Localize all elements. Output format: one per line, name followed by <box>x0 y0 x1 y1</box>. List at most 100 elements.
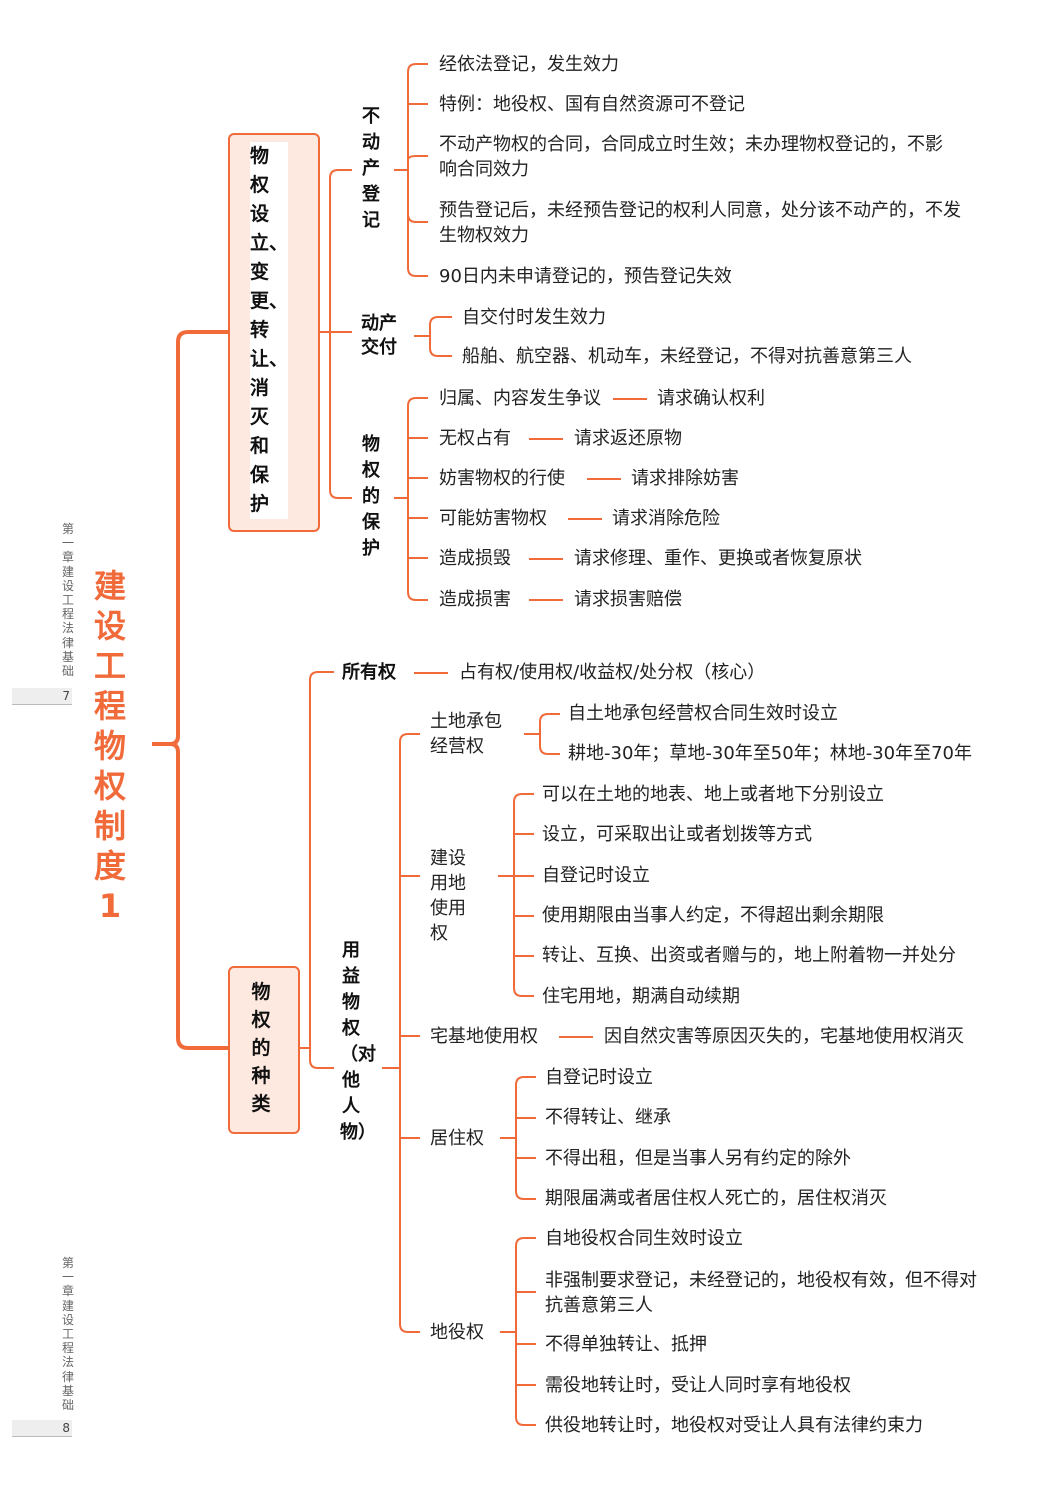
root-brace <box>152 330 228 746</box>
chapter-char: 设 <box>61 578 74 593</box>
root-title-char: 程 <box>93 687 126 725</box>
chapter-char: 律 <box>61 635 74 650</box>
root-title-char: 物 <box>93 727 126 765</box>
chapter-char: 设 <box>61 1312 74 1327</box>
leaf-item: 自交付时发生效力 <box>462 307 606 328</box>
leaf-item: 船舶、航空器、机动车，未经登记，不得对抗善意第三人 <box>462 346 912 367</box>
chapter-char: 第 <box>61 522 74 536</box>
branch-label-char: 物 <box>250 142 289 171</box>
page-number: 8 <box>62 1421 70 1435</box>
leaf-item: 自登记时设立 <box>542 865 650 886</box>
leaf-item: 供役地转让时，地役权对受让人具有法律约束力 <box>545 1415 923 1436</box>
chapter-char: 础 <box>61 664 74 679</box>
chapter-char: 工 <box>61 593 74 608</box>
leaf-item: 可以在土地的地表、地上或者地下分别设立 <box>542 784 884 805</box>
connector-dash <box>559 1036 593 1038</box>
node-real-estate-registration: 不动产登记 <box>362 106 380 231</box>
leaf-item: 期限届满或者居住权人死亡的，居住权消灭 <box>545 1188 887 1209</box>
branch-label-char: 转 <box>250 316 289 345</box>
node-ownership: 所有权 <box>342 662 396 683</box>
page-number-bar: 8 <box>12 1420 72 1437</box>
leaf-item: 设立，可采取出让或者划拨等方式 <box>542 824 812 845</box>
page-number-bar: 7 <box>12 688 72 705</box>
protection-remedy: 请求确认权利 <box>657 388 765 409</box>
node-easement: 地役权 <box>430 1322 484 1343</box>
leaf-item: 自登记时设立 <box>545 1067 653 1088</box>
root-title-char: 权 <box>93 767 126 805</box>
branch-label-char: 立、 <box>250 229 289 258</box>
protection-case: 归属、内容发生争议 <box>439 388 601 409</box>
root-title-char: 制 <box>93 807 126 845</box>
chapter-char: 一 <box>61 1270 74 1285</box>
protection-remedy: 请求修理、重作、更换或者恢复原状 <box>574 548 862 569</box>
page-number: 7 <box>62 689 70 703</box>
node-usufruct: 用益物权（对他人物） <box>340 940 376 1143</box>
protection-remedy: 请求消除危险 <box>612 508 720 529</box>
connector-dash <box>529 558 563 560</box>
connector-dash <box>529 438 563 440</box>
protection-case: 妨害物权的行使 <box>439 468 565 489</box>
leaf-item: 特例：地役权、国有自然资源可不登记 <box>439 94 745 115</box>
leaf-item: 不得单独转让、抵押 <box>545 1334 707 1355</box>
branch-box-types[interactable] <box>228 966 300 1134</box>
branch-label-char: 灭 <box>250 403 289 432</box>
connector-dash <box>529 599 563 601</box>
protection-remedy: 请求返还原物 <box>574 428 682 449</box>
node-residence: 居住权 <box>430 1128 484 1149</box>
node-movable-delivery: 动产交付 <box>361 313 397 358</box>
chapter-char: 章 <box>61 550 74 565</box>
node-homestead: 宅基地使用权 <box>430 1026 538 1047</box>
chapter-char: 一 <box>61 536 74 551</box>
branch-label-char: 权 <box>250 171 289 200</box>
leaf-item: 住宅用地，期满自动续期 <box>542 986 740 1007</box>
chapter-char: 基 <box>61 1383 74 1398</box>
chapter-char: 程 <box>61 607 74 622</box>
leaf-item: 经依法登记，发生效力 <box>439 54 619 75</box>
chapter-side-label: 第一章建设工程法律基础 <box>61 1256 75 1412</box>
branch-label-char: 消 <box>250 374 289 403</box>
root-title-char: 1 <box>98 887 122 925</box>
branch-label-char: 护 <box>250 490 289 519</box>
root-title-char: 度 <box>93 847 126 885</box>
leaf-item: 预告登记后，未经预告登记的权利人同意，处分该不动产的，不发生物权效力 <box>439 200 961 246</box>
branch-label-char: 变 <box>250 258 289 287</box>
chapter-char: 工 <box>61 1327 74 1342</box>
protection-remedy: 请求排除妨害 <box>631 468 739 489</box>
branch-label-char: 设 <box>250 200 289 229</box>
root-title-char: 建 <box>93 567 126 605</box>
leaf-item: 转让、互换、出资或者赠与的，地上附着物一并处分 <box>542 945 956 966</box>
node-land-contract: 土地承包经营权 <box>430 711 502 757</box>
branch-label-char: 保 <box>250 461 289 490</box>
branch-label-char: 更、 <box>250 287 289 316</box>
leaf-item: 自土地承包经营权合同生效时设立 <box>568 703 838 724</box>
chapter-char: 律 <box>61 1369 74 1384</box>
leaf-item: 不得转让、继承 <box>545 1107 671 1128</box>
leaf-item: 非强制要求登记，未经登记的，地役权有效，但不得对抗善意第三人 <box>545 1270 977 1316</box>
leaf-item: 不得出租，但是当事人另有约定的除外 <box>545 1148 851 1169</box>
leaf-item: 不动产物权的合同，合同成立时生效；未办理物权登记的，不影响合同效力 <box>439 134 943 180</box>
branch-label-char: 和 <box>250 432 289 461</box>
chapter-char: 第 <box>61 1256 74 1270</box>
leaf-item: 自地役权合同生效时设立 <box>545 1228 743 1249</box>
chapter-side-label: 第一章建设工程法律基础 <box>61 522 75 678</box>
chapter-char: 建 <box>61 1298 74 1313</box>
leaf-item: 耕地-30年；草地-30年至50年；林地-30年至70年 <box>568 743 973 764</box>
node-protection: 物权的保护 <box>362 434 380 559</box>
leaf-item: 占有权/使用权/收益权/处分权（核心） <box>459 662 766 683</box>
branch-label-types: 物权的种类 <box>251 981 271 1115</box>
root-title-char: 设 <box>93 607 126 645</box>
branch-label-establishment: 物权设立、变更、转让、消灭和保护 <box>250 142 289 519</box>
leaf-item: 因自然灾害等原因灭失的，宅基地使用权消灭 <box>604 1026 964 1047</box>
node-construction-land: 建设用地使用权 <box>430 848 466 944</box>
root-title-char: 工 <box>93 647 126 685</box>
branch-label-char: 让、 <box>250 345 289 374</box>
chapter-char: 程 <box>61 1341 74 1356</box>
chapter-char: 法 <box>61 621 74 636</box>
chapter-char: 建 <box>61 564 74 579</box>
protection-case: 造成损害 <box>439 589 511 610</box>
connector-dash <box>568 518 602 520</box>
protection-remedy: 请求损害赔偿 <box>574 589 682 610</box>
connector-dash <box>414 672 448 674</box>
